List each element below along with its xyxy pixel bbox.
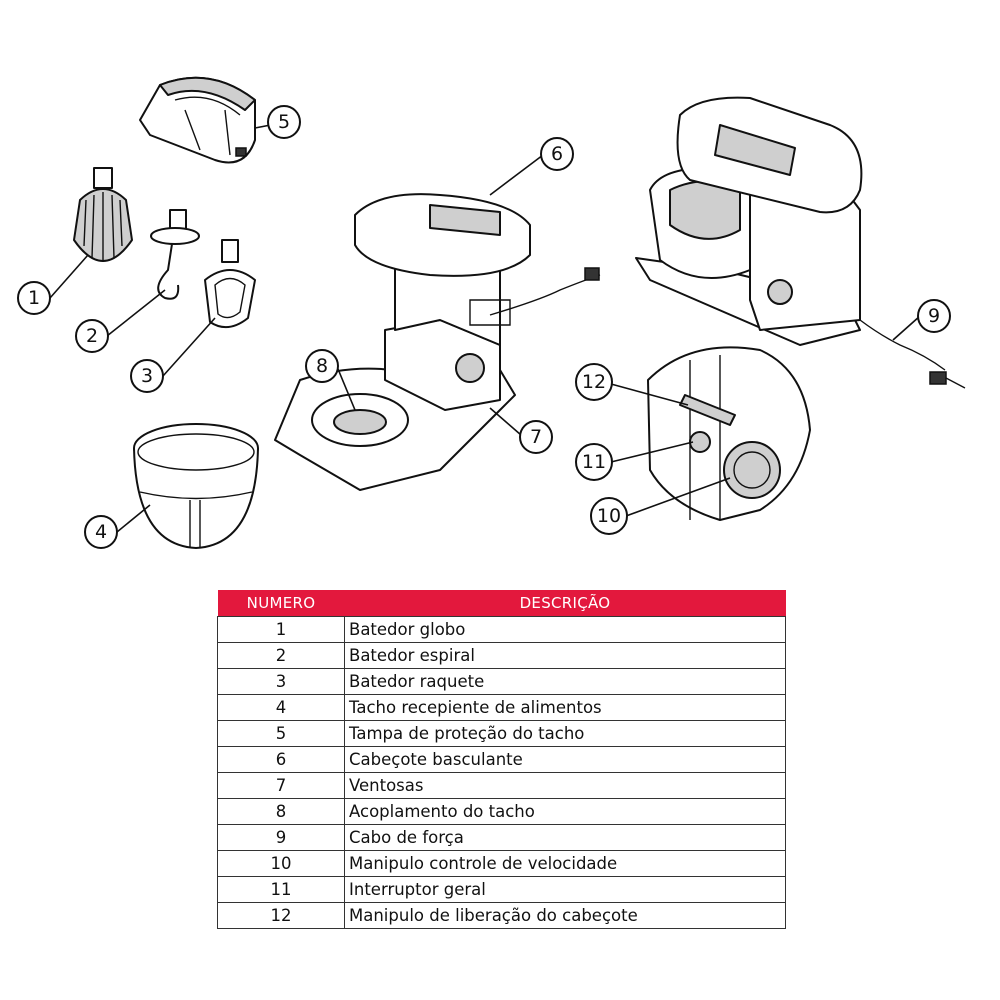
row-description: Manipulo de liberação do cabeçote [344,902,786,929]
row-description: Cabeçote basculante [344,746,786,773]
svg-text:11: 11 [582,451,606,473]
callout-7: 7 [519,420,553,454]
callout-9: 9 [917,299,951,333]
callout-1: 1 [17,281,51,315]
row-description: Ventosas [344,772,786,799]
callout-12: 12 [575,363,613,401]
mixer-base-illustration [274,193,601,491]
row-number: 1 [217,616,345,643]
callout-2: 2 [75,319,109,353]
callout-8: 8 [305,349,339,383]
svg-text:1: 1 [28,287,40,309]
row-number: 2 [217,642,345,669]
row-number: 7 [217,772,345,799]
control-detail-illustration [647,346,811,521]
row-number: 3 [217,668,345,695]
svg-text:7: 7 [530,426,542,448]
dough-hook-illustration [150,209,200,300]
row-number: 10 [217,850,345,877]
row-number: 11 [217,876,345,903]
row-description: Manipulo controle de velocidade [344,850,786,877]
callout-6: 6 [540,137,574,171]
table-header-row: NUMERO DESCRIÇÃO [217,590,786,617]
svg-text:3: 3 [141,365,153,387]
row-number: 8 [217,798,345,825]
header-description: DESCRIÇÃO [344,590,786,617]
svg-text:2: 2 [86,325,98,347]
row-description: Acoplamento do tacho [344,798,786,825]
svg-text:10: 10 [597,505,621,527]
row-description: Batedor globo [344,616,786,643]
row-number: 6 [217,746,345,773]
svg-text:6: 6 [551,143,563,165]
callout-4: 4 [84,515,118,549]
row-number: 4 [217,694,345,721]
row-number: 5 [217,720,345,747]
callout-5: 5 [267,105,301,139]
svg-text:8: 8 [316,355,328,377]
whisk-illustration [73,167,133,262]
row-description: Cabo de força [344,824,786,851]
row-description: Interruptor geral [344,876,786,903]
splash-guard-illustration [139,76,256,164]
callout-11: 11 [575,443,613,481]
assembled-mixer-illustration [635,96,966,389]
flat-beater-illustration [204,239,256,329]
svg-text:9: 9 [928,305,940,327]
callout-10: 10 [590,497,628,535]
row-description: Tacho recepiente de alimentos [344,694,786,721]
row-number: 9 [217,824,345,851]
exploded-parts-diagram: 1 2 3 4 5 6 7 8 9 10 11 12 [17,76,966,549]
row-description: Batedor raquete [344,668,786,695]
row-description: Tampa de proteção do tacho [344,720,786,747]
mixing-bowl-illustration [133,423,259,549]
callout-3: 3 [130,359,164,393]
header-number: NUMERO [217,590,345,617]
svg-text:4: 4 [95,521,107,543]
svg-text:12: 12 [582,371,606,393]
row-number: 12 [217,902,345,929]
svg-text:5: 5 [278,111,290,133]
row-description: Batedor espiral [344,642,786,669]
